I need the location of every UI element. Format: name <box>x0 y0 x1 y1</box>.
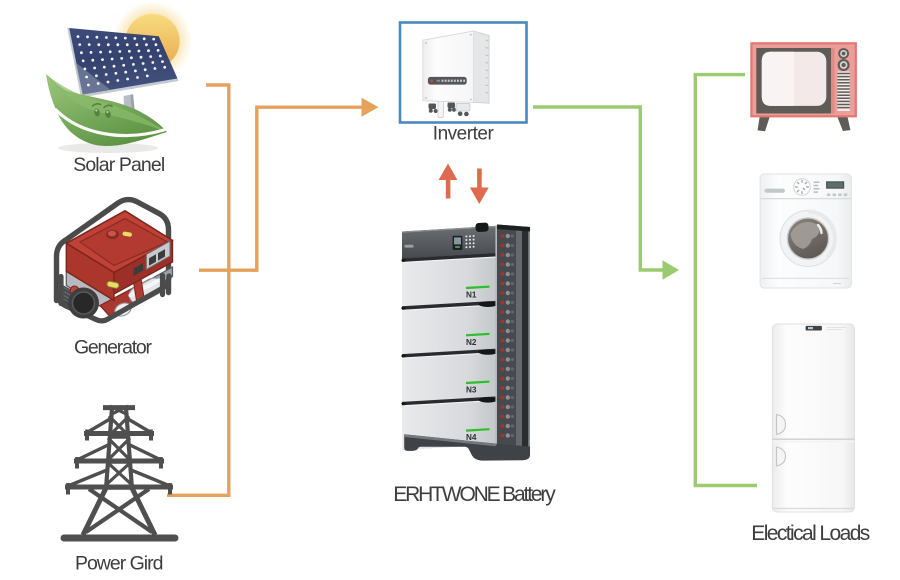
svg-text:Power Gird: Power Gird <box>75 553 164 575</box>
svg-text:ERHTWONE Battery: ERHTWONE Battery <box>393 483 556 506</box>
svg-text:Solar Panel: Solar Panel <box>73 154 165 176</box>
svg-text:Electical Loads: Electical Loads <box>751 522 870 545</box>
svg-text:N1: N1 <box>466 291 477 300</box>
svg-text:Inverter: Inverter <box>433 124 495 145</box>
svg-text:Generator: Generator <box>74 337 153 359</box>
svg-text:N4: N4 <box>466 433 477 442</box>
svg-text:N3: N3 <box>466 386 477 395</box>
svg-text:N2: N2 <box>466 338 477 347</box>
